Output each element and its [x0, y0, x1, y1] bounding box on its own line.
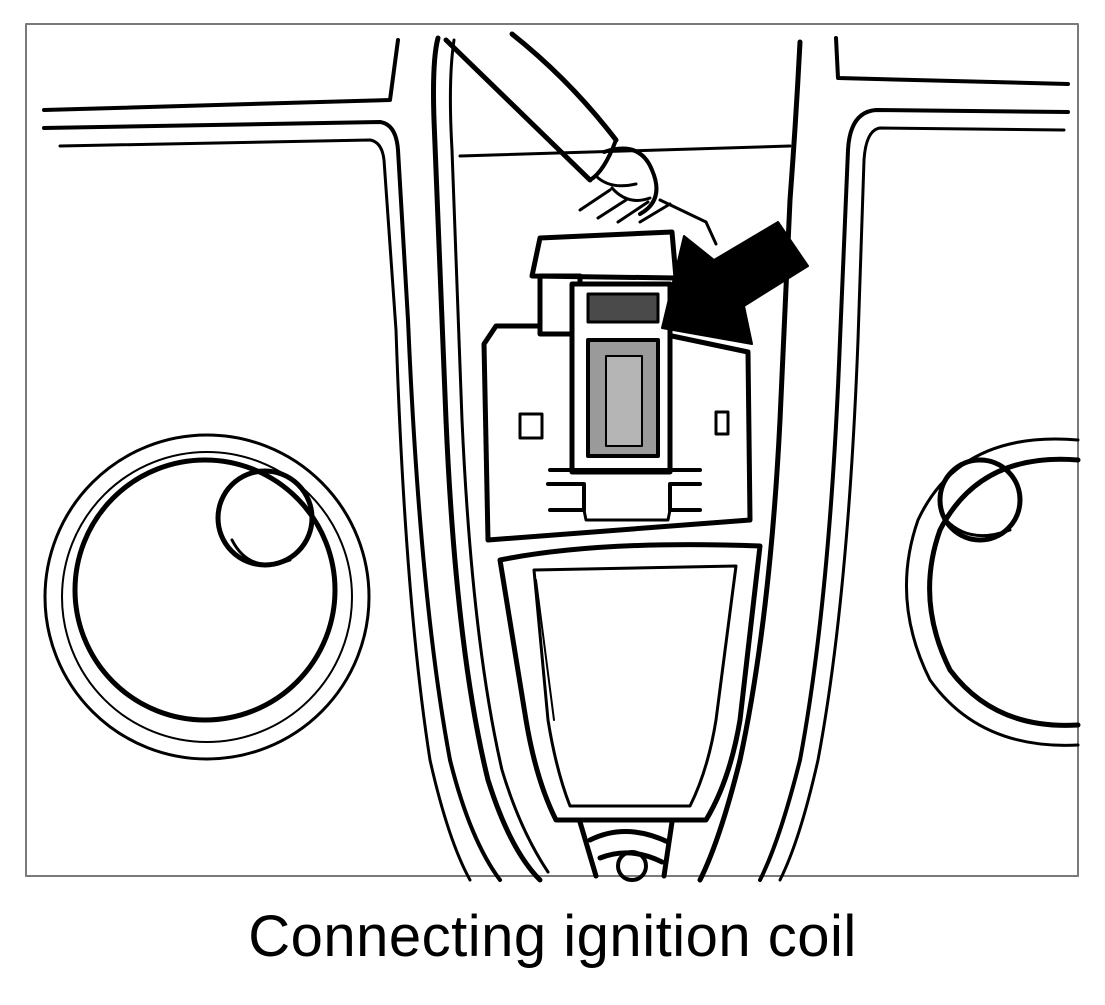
left-plug-well [43, 433, 371, 761]
coil-boot [577, 819, 675, 882]
figure-caption: Connecting ignition coil [248, 904, 857, 969]
black-arrow-icon [661, 221, 809, 345]
right-plug-well [904, 437, 1081, 747]
illustration-frame [25, 23, 1079, 877]
connector-latch-dark [586, 292, 660, 324]
left-panel [42, 38, 502, 882]
connector-plug [529, 229, 679, 475]
wiring-harness [443, 31, 718, 246]
ignition-coil-illustration [25, 23, 1081, 883]
coil-body [497, 542, 763, 823]
coil-housing [481, 323, 753, 543]
center-channel [431, 35, 803, 883]
right-panel [758, 36, 1070, 882]
